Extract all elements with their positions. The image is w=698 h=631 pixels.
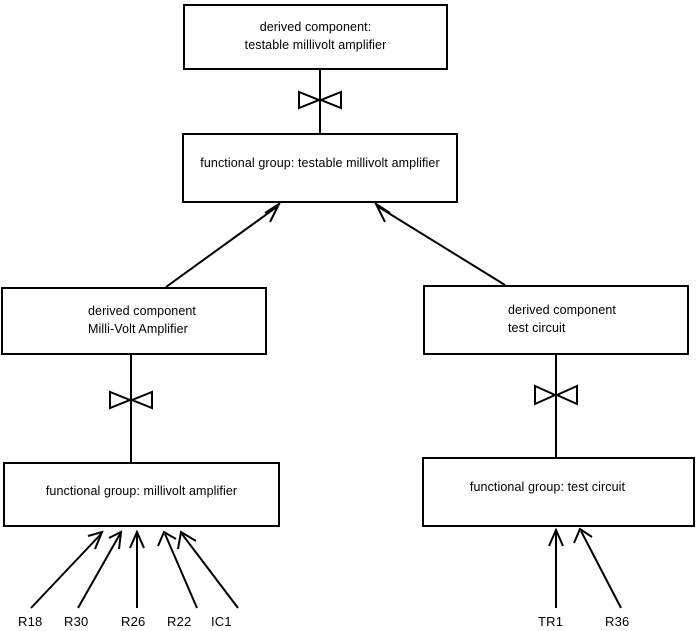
node-label-dc-test-circuit: derived component test circuit — [507, 303, 617, 335]
bowtie-connector-right — [534, 384, 578, 406]
leaf-arrow-r26 — [129, 529, 145, 608]
leaf-arrow-r18 — [30, 530, 104, 609]
link-dc-mvamp-to-fg-testable — [165, 205, 279, 288]
arrowhead-dc-testcircuit — [373, 201, 391, 223]
leaf-label-r36: R36 — [605, 614, 630, 629]
leaf-label-r26: R26 — [121, 614, 146, 629]
leaf-arrow-r22 — [157, 530, 198, 609]
node-functional-group-test-circuit[interactable]: functional group: test circuit — [422, 457, 695, 527]
node-label-fg-test-circuit: functional group: test circuit — [469, 480, 626, 495]
bowtie-connector-top — [298, 90, 342, 110]
node-functional-group-testable-mv-amplifier[interactable]: functional group: testable millivolt amp… — [182, 133, 458, 203]
node-derived-component-testable-mv-amplifier[interactable]: derived component: testable millivolt am… — [183, 4, 448, 70]
link-dc-testcircuit-to-fg-testable — [376, 205, 506, 286]
leaf-arrow-tr1 — [548, 527, 564, 608]
node-label-fg-mv-amp: functional group: millivolt amplifier — [45, 483, 238, 498]
node-derived-component-milli-volt-amplifier[interactable]: derived component Milli-Volt Amplifier — [1, 287, 267, 355]
leaf-arrow-r30 — [77, 530, 123, 609]
leaf-label-tr1: TR1 — [538, 614, 564, 629]
leaf-label-r18: R18 — [18, 614, 43, 629]
arrowhead-dc-mvamp — [264, 201, 282, 223]
leaf-arrow-r36 — [573, 527, 622, 609]
node-label-dc-testable-mv-amp: derived component: testable millivolt am… — [244, 20, 387, 52]
bowtie-connector-left — [109, 390, 153, 410]
node-label-dc-mv-amp: derived component Milli-Volt Amplifier — [87, 304, 197, 336]
node-derived-component-test-circuit[interactable]: derived component test circuit — [423, 285, 689, 355]
node-functional-group-millivolt-amplifier[interactable]: functional group: millivolt amplifier — [3, 462, 280, 527]
leaf-label-r30: R30 — [64, 614, 89, 629]
leaf-label-r22: R22 — [167, 614, 192, 629]
leaf-arrow-ic1 — [177, 530, 239, 609]
node-label-fg-testable-mv-amp: functional group: testable millivolt amp… — [200, 156, 440, 171]
leaf-label-ic1: IC1 — [211, 614, 232, 629]
